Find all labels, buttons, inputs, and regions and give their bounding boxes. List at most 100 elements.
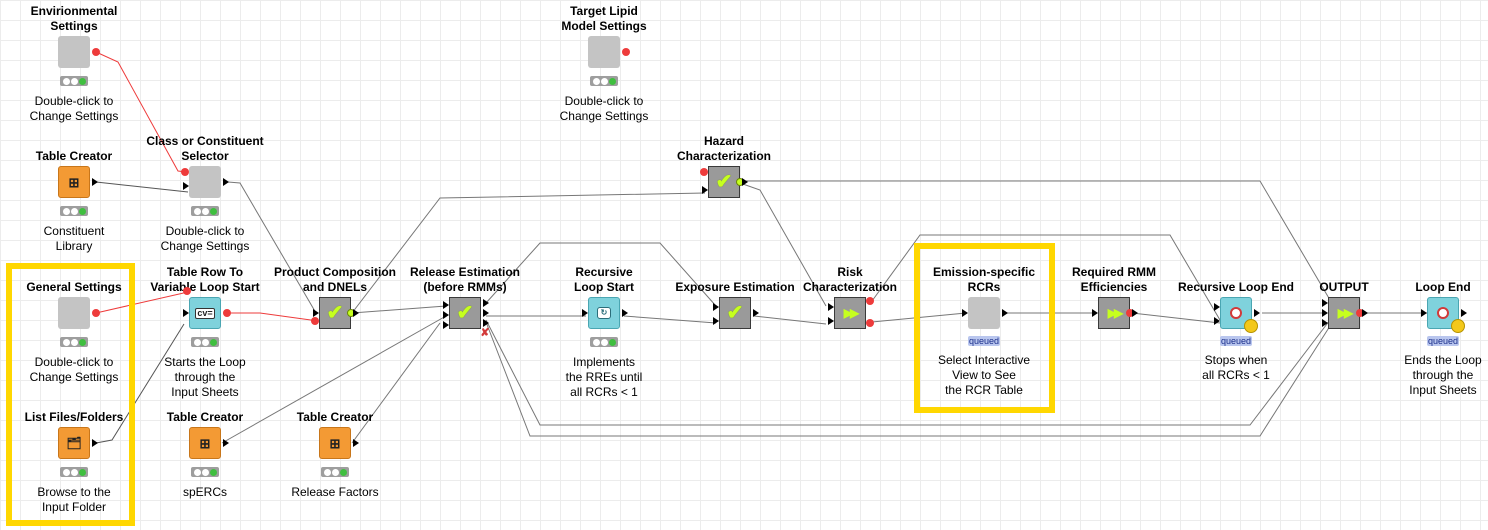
- in-port-icon[interactable]: [1322, 299, 1328, 307]
- in-port-icon[interactable]: [828, 317, 834, 325]
- settings-node-icon[interactable]: [58, 36, 90, 68]
- wire-exposure-to-risk: [753, 315, 827, 325]
- highlight-left-panel: [6, 263, 135, 526]
- settings-node-icon[interactable]: [588, 36, 620, 68]
- in-port-icon[interactable]: [183, 182, 189, 190]
- out-port-icon[interactable]: [1356, 309, 1364, 317]
- out-port-icon[interactable]: [1461, 309, 1467, 317]
- list-files-icon[interactable]: 🗂: [58, 427, 90, 459]
- status-badge: queued: [1427, 336, 1459, 346]
- flow-port-icon[interactable]: [92, 309, 100, 317]
- status-lights: [60, 467, 88, 477]
- recursive-loop-icon[interactable]: ↻: [588, 297, 620, 329]
- out-port-icon[interactable]: [483, 299, 489, 307]
- wire-loop-to-pc: [228, 312, 319, 322]
- status-lights: [191, 467, 219, 477]
- in-port-icon[interactable]: [443, 321, 449, 329]
- in-port-icon[interactable]: [702, 186, 708, 194]
- node-description: Select Interactive View to See the RCR T…: [937, 353, 1031, 397]
- node-title: Required RMM Efficiencies: [1072, 265, 1156, 294]
- node-description: Browse to the Input Folder: [37, 485, 111, 514]
- wire-tc1-to-class: [95, 181, 189, 193]
- in-port-icon[interactable]: [962, 309, 968, 317]
- loop-end-icon[interactable]: [1427, 297, 1459, 329]
- in-port-icon[interactable]: [443, 301, 449, 309]
- status-badge: queued: [968, 336, 1000, 346]
- status-lights: [590, 337, 618, 347]
- node-description: Double-click to Change Settings: [160, 224, 250, 253]
- in-port-icon[interactable]: [1214, 303, 1220, 311]
- node-description: Double-click to Change Settings: [559, 94, 649, 123]
- out-port-icon[interactable]: [483, 319, 489, 327]
- in-port-icon[interactable]: [828, 303, 834, 311]
- out-port-icon[interactable]: [353, 309, 359, 317]
- check-icon[interactable]: ✔: [719, 297, 751, 329]
- loop-status-icon: [1244, 319, 1258, 333]
- out-port-icon[interactable]: [622, 309, 628, 317]
- in-port-icon[interactable]: [1421, 309, 1427, 317]
- out-port-icon[interactable]: [483, 309, 489, 317]
- table-creator-icon[interactable]: ⊞: [319, 427, 351, 459]
- in-port-icon[interactable]: [313, 309, 319, 317]
- out-port-icon[interactable]: [1254, 309, 1260, 317]
- node-title: Class or Constituent Selector: [146, 134, 264, 163]
- in-port-icon[interactable]: [183, 309, 189, 317]
- node-title: Product Composition and DNELs: [274, 265, 396, 294]
- flow-port-icon[interactable]: [181, 168, 189, 176]
- out-port-icon[interactable]: [1132, 309, 1138, 317]
- status-lights: [191, 206, 219, 216]
- flow-port-icon[interactable]: [700, 168, 708, 176]
- out-port-icon[interactable]: [92, 439, 98, 447]
- node-description: Double-click to Change Settings: [29, 355, 119, 384]
- status-lights: [60, 206, 88, 216]
- status-lights: [321, 467, 349, 477]
- check-icon[interactable]: ✔: [449, 297, 481, 329]
- node-description: Implements the RREs until all RCRs < 1: [565, 355, 643, 399]
- out-port-icon[interactable]: [742, 178, 748, 186]
- out-port-icon[interactable]: [223, 178, 229, 186]
- node-description: Constituent Library: [43, 224, 105, 253]
- flow-port-icon[interactable]: [92, 48, 100, 56]
- in-port-icon[interactable]: [1322, 309, 1328, 317]
- out-port-icon[interactable]: [223, 439, 229, 447]
- flow-port-icon[interactable]: [311, 317, 319, 325]
- in-port-icon[interactable]: [1214, 317, 1220, 325]
- out-port-icon[interactable]: [1126, 309, 1134, 317]
- wire-tc3-to-re: [351, 322, 441, 444]
- node-title: Table Creator: [166, 410, 244, 424]
- node-title: Table Creator: [296, 410, 374, 424]
- flow-port-icon[interactable]: [183, 287, 191, 295]
- status-badge: queued: [1220, 336, 1252, 346]
- fast-forward-icon[interactable]: ▶▶: [834, 297, 866, 329]
- view-node-icon[interactable]: [968, 297, 1000, 329]
- out-port-icon[interactable]: [1002, 309, 1008, 317]
- check-icon[interactable]: ✔: [319, 297, 351, 329]
- flow-port-icon[interactable]: [622, 48, 630, 56]
- wire-rls-to-exposure: [623, 315, 717, 324]
- check-icon[interactable]: ✔: [708, 166, 740, 198]
- out-port-icon[interactable]: [866, 297, 874, 305]
- status-lights: [60, 76, 88, 86]
- node-title: Table Creator: [35, 149, 113, 163]
- node-title: General Settings: [26, 280, 122, 294]
- out-port-icon[interactable]: [92, 178, 98, 186]
- out-port-icon[interactable]: [1362, 309, 1368, 317]
- out-port-icon[interactable]: [353, 439, 359, 447]
- out-port-icon[interactable]: [866, 319, 874, 327]
- in-port-icon[interactable]: [713, 317, 719, 325]
- in-port-icon[interactable]: [443, 311, 449, 319]
- table-creator-icon[interactable]: ⊞: [189, 427, 221, 459]
- status-lights: [60, 337, 88, 347]
- in-port-icon[interactable]: [713, 303, 719, 311]
- in-port-icon[interactable]: [582, 309, 588, 317]
- node-title: Exposure Estimation: [675, 280, 795, 294]
- flow-port-icon[interactable]: [223, 309, 231, 317]
- settings-node-icon[interactable]: [189, 166, 221, 198]
- table-creator-icon[interactable]: ⊞: [58, 166, 90, 198]
- settings-node-icon[interactable]: [58, 297, 90, 329]
- in-port-icon[interactable]: [1322, 319, 1328, 327]
- variable-loop-icon[interactable]: cv=: [189, 297, 221, 329]
- in-port-icon[interactable]: [1092, 309, 1098, 317]
- out-port-icon[interactable]: [753, 309, 759, 317]
